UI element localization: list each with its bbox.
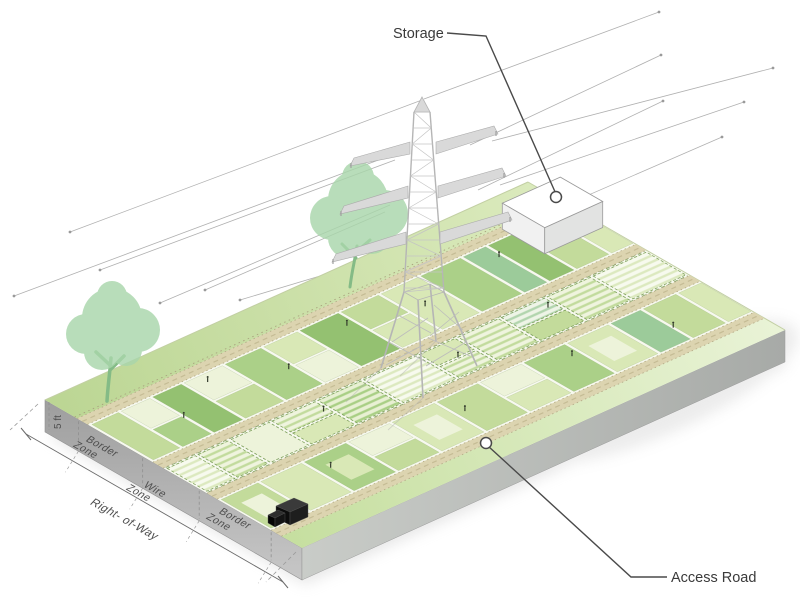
storage-building	[501, 176, 604, 255]
scene-graphics	[9, 10, 799, 589]
transmission-tower	[331, 96, 513, 431]
access-roads	[74, 198, 765, 537]
callout-leaders	[446, 32, 667, 578]
storage-label: Storage	[393, 26, 444, 42]
right-of-way-label: Right- of-Way	[87, 496, 162, 542]
storage-marker	[549, 190, 563, 204]
worker-figures	[182, 251, 675, 468]
access-road-marker	[479, 436, 493, 450]
dimension-lines	[9, 402, 297, 589]
edge-width-label: 5 ft	[53, 415, 64, 429]
tree-left	[66, 281, 160, 403]
utility-truck	[267, 497, 309, 528]
border-zone-near-plots	[220, 282, 752, 529]
access-road-label: Access Road	[671, 570, 756, 586]
